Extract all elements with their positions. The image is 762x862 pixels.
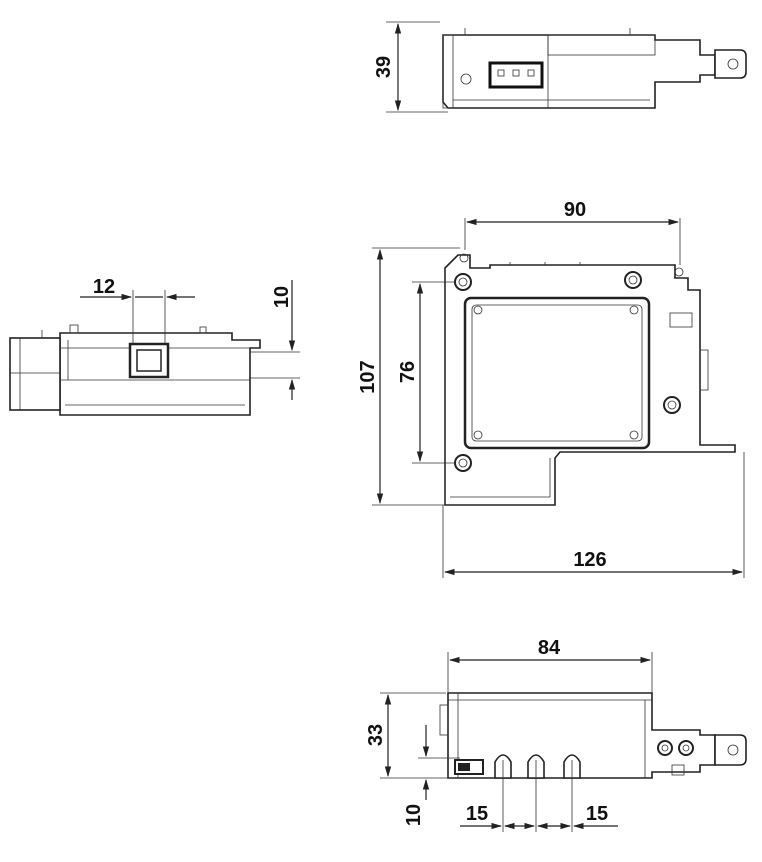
- bottom-width-84-label: 84: [538, 637, 561, 659]
- bottom-view: 84 33 10 15 15: [365, 637, 747, 832]
- main-width-90-label: 90: [564, 199, 586, 221]
- top-height-label: 39: [373, 56, 395, 78]
- top-view: 39: [373, 21, 747, 113]
- main-width-126-label: 126: [573, 549, 606, 571]
- bottom-height-33-label: 33: [365, 724, 387, 746]
- main-height-76-label: 76: [397, 361, 419, 383]
- side-height-label: 10: [271, 286, 293, 308]
- side-width-label: 12: [93, 276, 115, 298]
- side-view: 12 10: [9, 276, 300, 416]
- bottom-spacing-2-label: 15: [586, 803, 608, 825]
- main-height-107-label: 107: [357, 360, 379, 393]
- main-view: 90 107 76 126: [357, 199, 745, 578]
- bottom-height-10-label: 10: [403, 804, 425, 826]
- bottom-spacing-1-label: 15: [466, 803, 488, 825]
